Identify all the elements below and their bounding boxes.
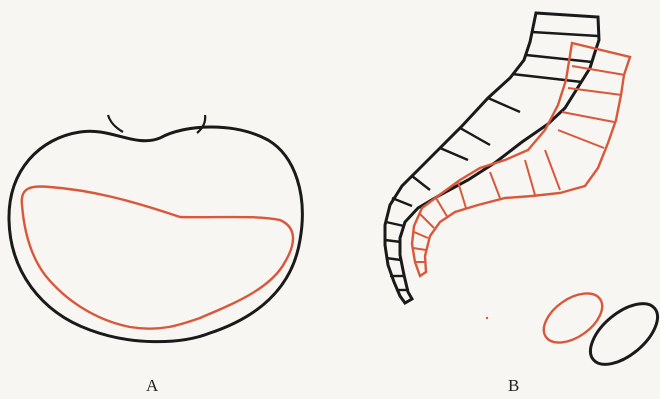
panel-b-red-oval — [535, 284, 611, 353]
panel-b-black-limb — [385, 13, 599, 303]
panel-b-red-limb — [412, 43, 630, 276]
panel-b-black-segments — [385, 32, 598, 290]
panel-a-label: A — [146, 376, 159, 396]
panel-a-inner-outline — [22, 186, 293, 328]
panel-b-dot — [486, 317, 488, 319]
panel-a — [9, 115, 302, 342]
panel-b — [385, 13, 660, 376]
panel-a-hook-right — [197, 115, 205, 133]
panel-b-label: B — [508, 376, 520, 396]
panel-a-hook-left — [108, 115, 123, 132]
panel-a-outer-outline — [9, 127, 302, 342]
panel-b-black-oval — [580, 292, 660, 376]
panel-b-red-segments — [413, 66, 625, 262]
